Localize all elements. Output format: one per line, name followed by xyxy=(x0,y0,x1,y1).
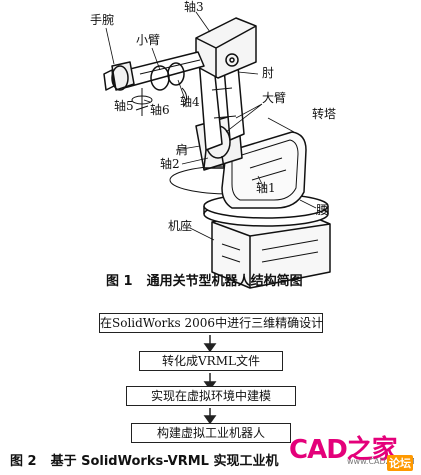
watermark-brand: CAD之家 xyxy=(289,435,398,465)
label-wrist: 手腕 xyxy=(90,13,115,27)
figure2-caption-number: 图 2 xyxy=(10,454,37,469)
cad-watermark-logo: CAD之家 www.CADZJ.COM 论坛 xyxy=(289,429,415,471)
figure1-caption-number: 图 1 xyxy=(106,274,133,289)
label-axis6: 轴6 xyxy=(150,103,170,117)
flow-step-1: 在SolidWorks 2006中进行三维精确设计 xyxy=(99,313,323,333)
label-base: 机座 xyxy=(168,219,193,233)
label-upper-arm: 大臂 xyxy=(262,91,287,105)
figure1-caption: 图 1 通用关节型机器人结构简图 xyxy=(106,270,303,289)
label-leader-lines xyxy=(105,11,317,241)
label-axis3: 轴3 xyxy=(184,0,204,14)
flow-step-4: 构建虚拟工业机器人 xyxy=(131,423,291,443)
robot-axis3-housing xyxy=(195,17,257,79)
label-elbow: 肘 xyxy=(262,66,275,80)
flow-step-2: 转化成VRML文件 xyxy=(139,351,283,371)
label-forearm: 小臂 xyxy=(136,33,161,47)
robot-base xyxy=(211,207,331,289)
label-axis2: 轴2 xyxy=(160,157,180,171)
label-axis5: 轴5 xyxy=(114,99,134,113)
flow-step-3: 实现在虚拟环境中建模 xyxy=(126,386,296,406)
label-shoulder: 肩 xyxy=(176,143,189,157)
label-axis1: 轴1 xyxy=(256,181,276,195)
label-axis4: 轴4 xyxy=(180,95,200,109)
robot-turret xyxy=(221,131,307,209)
flowchart-arrows xyxy=(203,335,217,425)
watermark-url: www.CADZJ.COM xyxy=(347,457,415,466)
axis5-axis6-marks xyxy=(131,87,188,116)
label-waist: 腰 xyxy=(316,203,329,217)
robot-structure-diagram xyxy=(103,11,331,289)
label-turret: 转塔 xyxy=(312,107,337,121)
figure2-caption: 图 2 基于 SolidWorks-VRML 实现工业机 xyxy=(10,450,279,469)
figure2-caption-text: 基于 SolidWorks-VRML 实现工业机 xyxy=(50,454,279,469)
robot-wrist xyxy=(103,61,135,91)
figure1-caption-text: 通用关节型机器人结构简图 xyxy=(146,274,303,289)
watermark-tag: 论坛 xyxy=(387,455,413,471)
